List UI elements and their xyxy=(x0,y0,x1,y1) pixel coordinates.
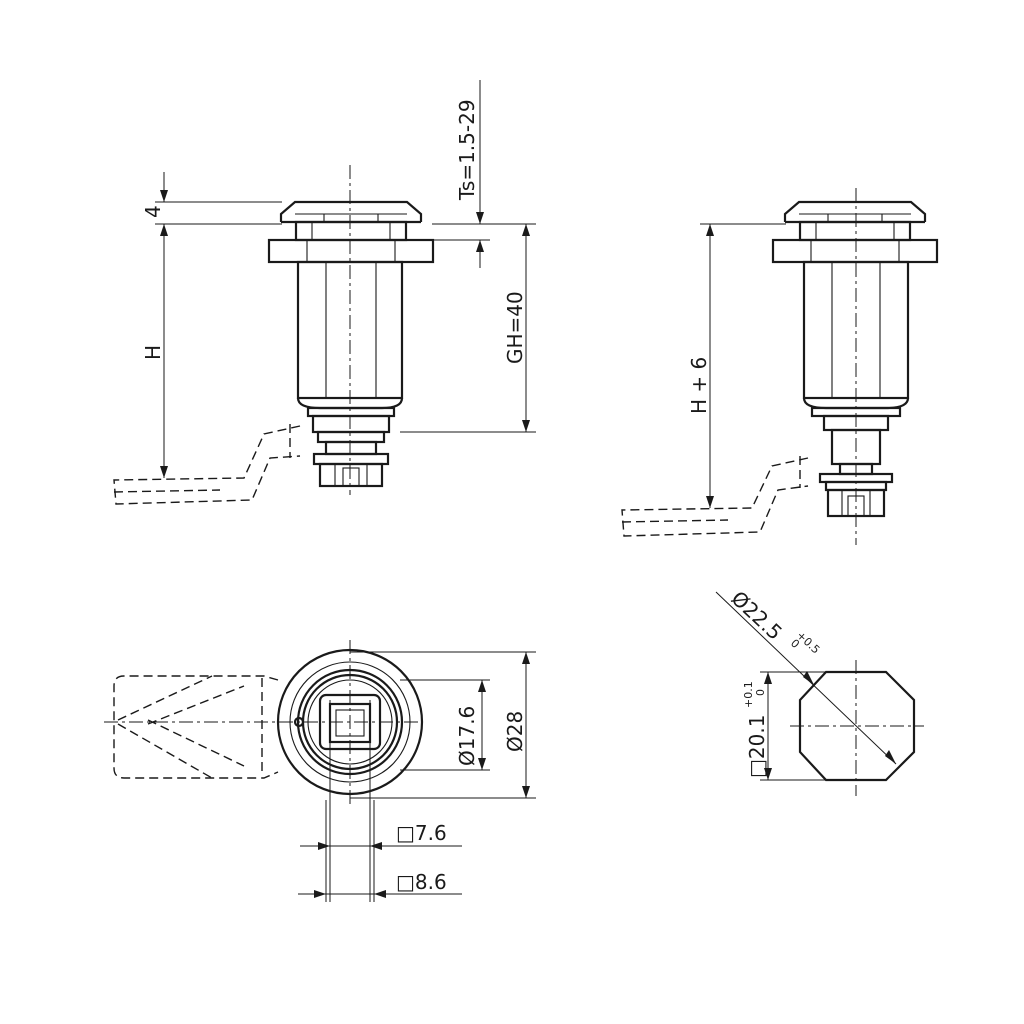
dim-panel-thickness: Ts=1.5-29 xyxy=(455,99,479,201)
bottom-view: Ø17.6 Ø28 □7.6 □8.6 xyxy=(104,640,536,902)
dim-flange-thickness: 4 xyxy=(141,205,165,218)
dim-cutout-diameter-tol-minus: 0 xyxy=(788,637,802,651)
dim-cutout-square-tol-minus: 0 xyxy=(754,689,767,696)
dim-cutout-square-tol-plus: +0.1 xyxy=(742,681,755,708)
front-view-right: H + 6 xyxy=(621,188,939,545)
dim-cutout-diameter: Ø22.5 xyxy=(727,586,787,645)
dim-body-diameter-inner: Ø17.6 xyxy=(455,706,479,766)
panel-cutout: Ø22.5 +0.5 0 □20.1 +0.1 0 xyxy=(715,586,924,796)
dim-extended-height: H + 6 xyxy=(687,357,711,414)
dim-cutout-square: □20.1 xyxy=(745,715,769,778)
dim-key-square-small: □7.6 xyxy=(396,821,447,845)
dim-overall-height: H xyxy=(141,345,165,360)
dim-body-diameter-outer: Ø28 xyxy=(503,711,527,752)
dim-grip-height: GH=40 xyxy=(503,291,527,364)
front-view-left: 4 H Ts=1.5-29 GH=40 xyxy=(113,80,536,505)
dim-key-square-large: □8.6 xyxy=(396,870,447,894)
